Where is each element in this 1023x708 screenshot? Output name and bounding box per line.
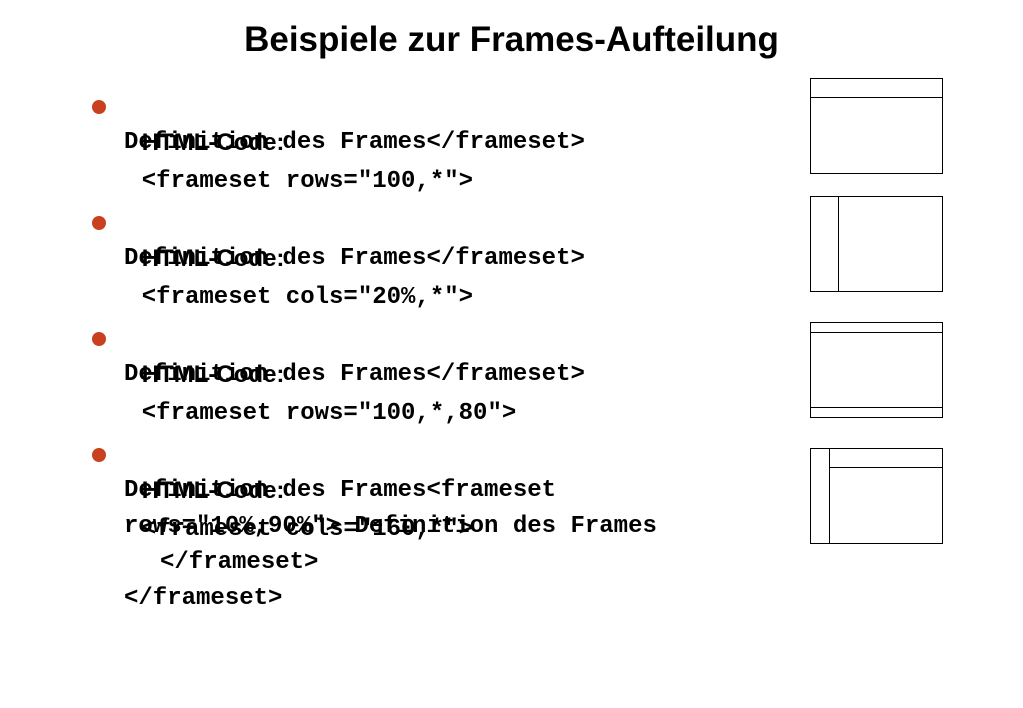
item-label: HTML-Code: — [141, 245, 285, 272]
frame-layout-rows-diagram — [810, 78, 943, 174]
bullet-icon — [92, 216, 106, 230]
list-item-nested-example: HTML-Code: <frameset cols="160,*"> Defin… — [124, 437, 814, 617]
code-line: Definition des Frames</frameset> — [124, 361, 585, 388]
item-label: HTML-Code: — [141, 477, 285, 504]
frame-layout-cols-diagram — [810, 196, 943, 292]
code-snippet: <frameset cols="20%,*"> — [141, 284, 474, 311]
code-line: rows="10%,90%"> Definition des Frames — [124, 513, 657, 540]
code-snippet: <frameset cols="160,*"> — [141, 516, 474, 543]
frame-layout-nested-diagram — [810, 448, 943, 544]
code-line: </frameset> — [124, 585, 283, 612]
item-label: HTML-Code: — [141, 361, 285, 388]
code-line: Definition des Frames</frameset> — [124, 245, 585, 272]
page-title: Beispiele zur Frames-Aufteilung — [244, 20, 779, 59]
list-item-rows-three-example: HTML-Code: <frameset rows="100,*,80"> De… — [124, 321, 814, 427]
code-line: Definition des Frames</frameset> — [124, 129, 585, 156]
frame-divider — [811, 332, 942, 333]
list-item-cols-example: HTML-Code: <frameset cols="20%,*"> Defin… — [124, 205, 814, 311]
frame-divider — [829, 467, 942, 468]
code-line: Definition des Frames<frameset — [124, 477, 557, 504]
frame-layout-rows-three-diagram — [810, 322, 943, 418]
frame-divider — [811, 97, 942, 98]
code-snippet: <frameset rows="100,*"> — [141, 168, 474, 195]
bullet-icon — [92, 448, 106, 462]
list-item-rows-example: HTML-Code: <frameset rows="100,*"> Defin… — [124, 89, 814, 195]
bullet-icon — [92, 332, 106, 346]
frame-divider — [829, 449, 830, 543]
frame-divider — [811, 407, 942, 408]
code-snippet: <frameset rows="100,*,80"> — [141, 400, 517, 427]
item-label: HTML-Code: — [141, 129, 285, 156]
code-line: </frameset> — [160, 549, 319, 576]
frame-divider — [838, 197, 839, 291]
bullet-icon — [92, 100, 106, 114]
